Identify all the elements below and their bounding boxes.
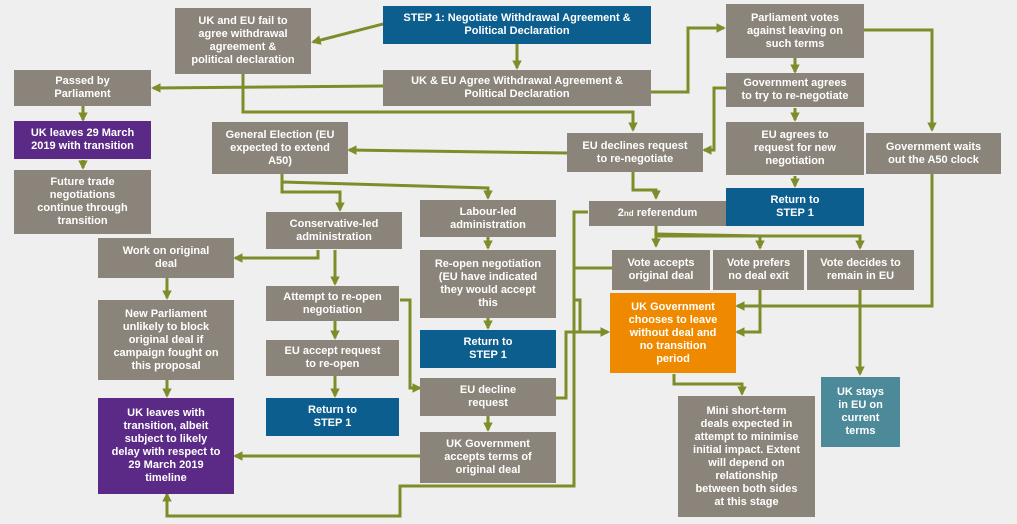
uk-stays-box: UK stays in EU on current terms	[821, 377, 900, 447]
eu-decline-request-box: EU decline request	[420, 378, 556, 416]
eu-accept-reopen-box: EU accept request to re-open	[266, 340, 399, 376]
arrow-step1-to-fail	[311, 22, 384, 45]
mini-deals-box: Mini short-term deals expected in attemp…	[678, 396, 815, 517]
arrow-parl-to-waits	[864, 28, 937, 132]
arrow-gov-to-eudeclines	[702, 86, 726, 155]
uk-gov-accepts-box: UK Government accepts terms of original …	[420, 432, 556, 483]
arrow-ref-to-remain	[656, 234, 865, 250]
conservative-admin-box: Conservative-led administration	[266, 212, 402, 249]
return-step1-box-c: Return to STEP 1	[420, 330, 556, 368]
return-step1-box-a: Return to STEP 1	[726, 188, 864, 226]
second-referendum-number: 2	[617, 207, 624, 219]
arrow-ge-to-lab	[281, 180, 493, 200]
vote-prefers-box: Vote prefers no deal exit	[713, 250, 804, 290]
arrow-attempt-to-decline	[400, 298, 422, 393]
labour-admin-box: Labour-led administration	[420, 200, 556, 237]
fail-box: UK and EU fail to agree withdrawal agree…	[175, 8, 311, 74]
eu-agrees-box: EU agrees to request for new negotiation	[726, 122, 864, 175]
gov-waits-box: Government waits out the A50 clock	[866, 133, 1001, 174]
step1-box: STEP 1: Negotiate Withdrawal Agreement &…	[383, 6, 651, 44]
arrow-agree-to-passed	[151, 83, 384, 93]
arrow-ref-to-nodeal	[572, 210, 610, 337]
parliament-votes-box: Parliament votes against leaving on such…	[726, 4, 864, 58]
arrow-nodeal-to-mini	[672, 374, 747, 396]
vote-accepts-box: Vote accepts original deal	[612, 250, 710, 290]
future-trade-box: Future trade negotiations continue throu…	[14, 170, 151, 234]
work-original-deal-box: Work on original deal	[98, 238, 234, 278]
gov-agrees-box: Government agrees to try to re-negotiate	[726, 73, 864, 107]
passed-box: Passed by Parliament	[14, 70, 151, 106]
agree-box: UK & EU Agree Withdrawal Agreement & Pol…	[383, 70, 651, 106]
eu-declines-renegotiate-box: EU declines request to re-negotiate	[567, 133, 703, 172]
arrow-decline-to-nodeal	[556, 327, 610, 400]
attempt-reopen-box: Attempt to re-open negotiation	[266, 286, 399, 321]
uk-leaves-29-march-box: UK leaves 29 March 2019 with transition	[14, 121, 151, 159]
arrow-waits-to-nodeal	[735, 174, 934, 311]
arrow-ge-to-con	[280, 174, 345, 212]
arrow-prefers-to-nodeal	[735, 290, 762, 337]
second-referendum-text: referendum	[633, 207, 698, 219]
return-step1-box-b: Return to STEP 1	[266, 398, 399, 436]
general-election-box: General Election (EU expected to extend …	[212, 122, 348, 174]
uk-leaves-delay-box: UK leaves with transition, albeit subjec…	[98, 398, 234, 494]
vote-remain-box: Vote decides to remain in EU	[807, 250, 914, 290]
arrow-con-to-work	[233, 250, 320, 263]
new-parliament-box: New Parliament unlikely to block origina…	[98, 300, 234, 380]
arrow-fail-to-eudeclines	[241, 74, 638, 132]
reopen-labour-box: Re-open negotiation (EU have indicated t…	[420, 250, 556, 318]
arrow-eudeclines-to-ge	[347, 145, 568, 155]
arrow-eudeclines-to-ref	[631, 172, 661, 200]
uk-gov-no-deal-box: UK Government chooses to leave without d…	[610, 293, 736, 373]
arrow-agree-to-parl	[651, 23, 726, 94]
